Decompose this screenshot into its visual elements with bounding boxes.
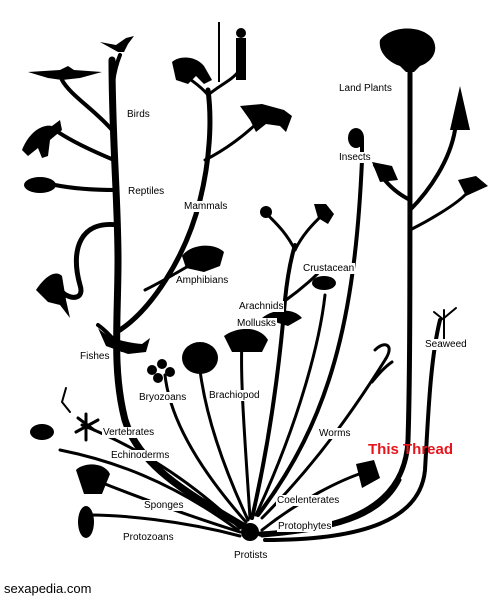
label-reptiles: Reptiles <box>127 186 166 197</box>
label-mammals: Mammals <box>183 201 229 212</box>
hydra-silhouette <box>61 387 71 413</box>
label-protists: Protists <box>233 550 269 561</box>
pterosaur-silhouette <box>28 66 102 80</box>
starfish-silhouette <box>74 412 100 442</box>
branch-zebra <box>203 120 260 162</box>
branch-fern <box>408 193 467 232</box>
branch-scorpion <box>293 213 324 252</box>
label-fishes: Fishes <box>79 351 111 362</box>
branch-protozoans <box>88 513 242 538</box>
label-insects: Insects <box>338 152 372 163</box>
amphibian-silhouette <box>36 273 70 318</box>
crab-silhouette <box>312 276 336 290</box>
spider-silhouette <box>260 206 272 218</box>
label-crustacean: Crustacean <box>302 263 356 274</box>
brachiopod-silhouette <box>182 342 218 374</box>
worm-silhouette <box>370 360 394 384</box>
label-brachiopod: Brachiopod <box>208 390 261 401</box>
branch-insects <box>256 138 364 517</box>
label-worms: Worms <box>318 428 352 439</box>
branch-coelenterates <box>260 470 367 532</box>
tortoise-silhouette <box>24 177 56 193</box>
tree-silhouette <box>379 28 436 72</box>
ape-silhouette <box>172 57 212 84</box>
label-bryozoans: Bryozoans <box>138 392 188 403</box>
branch-plant-trunk <box>257 67 413 537</box>
branch-brachiopod <box>198 368 250 522</box>
label-coelenterates: Coelenterates <box>276 495 341 506</box>
highlight-this-thread: This Thread <box>368 441 454 458</box>
branch-birds <box>110 53 122 112</box>
branch-echinoderms <box>58 448 240 532</box>
plant-silhouette <box>372 162 398 182</box>
branch-amphibian-loop <box>59 221 121 300</box>
label-seaweed: Seaweed <box>424 339 468 350</box>
sponge-silhouette <box>76 464 110 494</box>
coelenterate-silhouette <box>356 460 380 488</box>
fern-silhouette <box>458 176 488 196</box>
mollusk-silhouette <box>224 328 268 352</box>
branch-dinosaur <box>56 130 116 162</box>
branch-tortoise <box>53 183 118 192</box>
label-land-plants: Land Plants <box>338 83 393 94</box>
label-sponges: Sponges <box>143 500 185 511</box>
scorpion-silhouette <box>314 204 334 224</box>
bryozoans-silhouette <box>147 359 175 383</box>
human-silhouette <box>236 38 246 80</box>
frog-silhouette <box>182 245 224 272</box>
label-protozoans: Protozoans <box>122 532 175 543</box>
branch-land-plants-right <box>408 128 457 212</box>
label-mollusks: Mollusks <box>236 318 277 329</box>
label-amphibians: Amphibians <box>175 275 230 286</box>
branch-human <box>206 70 240 97</box>
branch-spider <box>266 213 297 252</box>
branch-crab-stem <box>254 293 327 517</box>
branch-mammals <box>117 87 213 333</box>
protozoan-silhouette <box>78 506 94 538</box>
conifer-silhouette <box>450 86 470 130</box>
label-echinoderms: Echinoderms <box>110 450 171 461</box>
branch-bryozoans <box>163 373 248 524</box>
seaweed-silhouette <box>433 307 457 341</box>
branch-mollusks <box>240 338 252 520</box>
branch-pterosaur <box>60 78 114 132</box>
dinosaur-silhouette <box>22 120 62 158</box>
label-protophytes: Protophytes <box>277 521 333 532</box>
insect-silhouette <box>348 128 364 148</box>
site-watermark: sexapedia.com <box>4 581 92 596</box>
branch-seaweed <box>263 318 442 542</box>
label-vertebrates: Vertebrates <box>102 427 156 438</box>
label-birds: Birds <box>126 109 151 120</box>
bird-silhouette <box>100 36 134 52</box>
label-arachnids: Arachnids <box>238 301 285 312</box>
fish-silhouette <box>98 328 150 354</box>
zebra-silhouette <box>240 104 292 132</box>
branch-arthropods <box>250 243 297 520</box>
coral-silhouette <box>30 424 54 440</box>
